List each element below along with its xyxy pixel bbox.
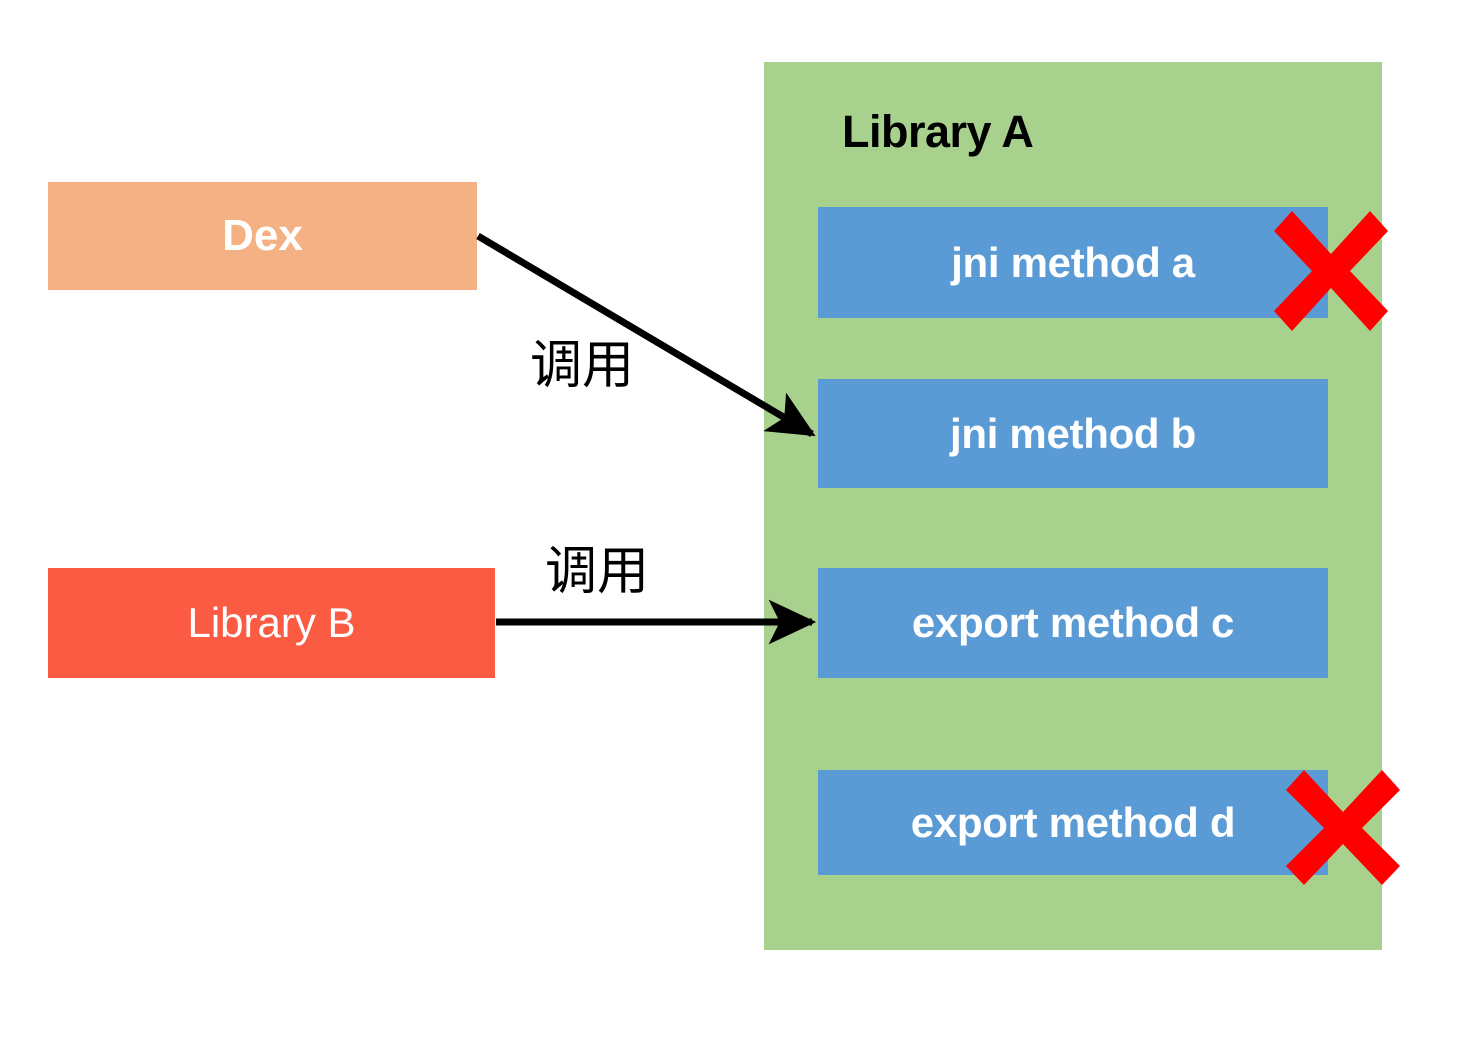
method-label: jni method b bbox=[949, 409, 1197, 457]
source-label: Dex bbox=[222, 211, 303, 260]
method-label: export method d bbox=[910, 798, 1236, 846]
method-label: jni method a bbox=[951, 238, 1195, 286]
source-label: Library B bbox=[187, 599, 356, 646]
method-box-export-method-c[interactable]: export method c bbox=[818, 568, 1328, 678]
edge-label-library-b-call: 调用 bbox=[545, 542, 650, 602]
red-x-icon-export-method-d bbox=[1286, 770, 1400, 885]
method-box-jni-method-a[interactable]: jni method a bbox=[818, 207, 1328, 318]
source-box-library-b[interactable]: Library B bbox=[48, 568, 495, 678]
method-box-jni-method-b[interactable]: jni method b bbox=[818, 379, 1328, 488]
edge-label-dex-call: 调用 bbox=[530, 336, 635, 396]
red-x-icon-jni-method-a bbox=[1274, 211, 1388, 331]
arrow-dex-to-jni-method-b bbox=[476, 232, 816, 438]
method-box-export-method-d[interactable]: export method d bbox=[818, 770, 1328, 875]
library-a-title: Library A bbox=[842, 106, 1034, 157]
method-label: export method c bbox=[911, 599, 1235, 646]
source-box-dex[interactable]: Dex bbox=[48, 182, 477, 290]
